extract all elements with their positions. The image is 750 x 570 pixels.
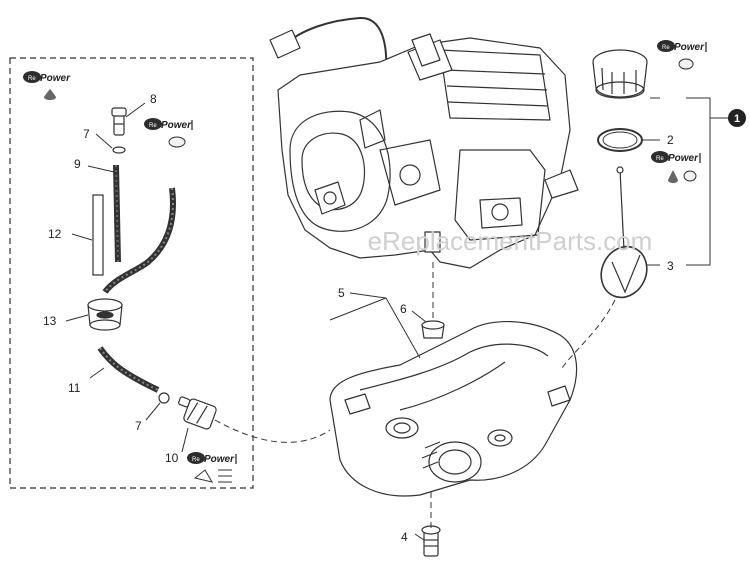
callout-12: 12: [48, 227, 62, 241]
callout-7-lower: 7: [135, 419, 142, 433]
hose-part-11: [97, 346, 160, 393]
callout-13: 13: [43, 314, 57, 328]
svg-text:Power: Power: [40, 73, 71, 84]
watermark: eReplacementParts.com: [368, 226, 653, 256]
fuel-tank: [329, 321, 578, 497]
dashed-line-retainer-tank: [561, 299, 616, 369]
callout-11: 11: [68, 381, 81, 395]
engine-assembly: [269, 16, 579, 269]
svg-text:Re: Re: [656, 156, 664, 162]
svg-text:1: 1: [734, 113, 740, 125]
grommet-part-13: [87, 298, 123, 331]
callout-10: 10: [165, 451, 179, 465]
dashed-fuel-line: [214, 419, 331, 443]
callout-2: 2: [667, 133, 674, 147]
svg-text:Power: Power: [161, 120, 192, 131]
callout-8: 8: [150, 92, 157, 106]
repower-badge-part-10: Re Power: [187, 452, 237, 483]
fuel-cap: [592, 49, 648, 99]
svg-text:Power: Power: [668, 153, 699, 164]
svg-text:Power: Power: [674, 42, 705, 53]
cap-retainer: [600, 166, 648, 299]
grommet-part-6: [421, 320, 445, 339]
callout-7-upper: 7: [83, 127, 90, 141]
tube-part-12: [92, 194, 104, 276]
callout-4: 4: [401, 530, 408, 544]
repower-badge-gasket: Re Power: [651, 151, 701, 183]
fuel-line-group-box: [9, 57, 254, 489]
callout-9: 9: [74, 157, 81, 171]
repower-badge-cap: Re Power: [657, 40, 707, 70]
repower-badge-part-8: Re Power: [144, 118, 193, 148]
svg-text:Re: Re: [28, 76, 36, 82]
svg-text:Power: Power: [204, 454, 235, 465]
hose-part-9: [113, 164, 121, 263]
callout-5: 5: [338, 286, 345, 300]
cap-gasket: [597, 128, 643, 152]
callout-3: 3: [667, 259, 674, 273]
svg-text:Re: Re: [662, 45, 670, 51]
fuel-filter-part-10: [178, 396, 217, 430]
svg-text:Re: Re: [149, 123, 157, 129]
fitting-part-8: [111, 107, 127, 136]
callout-6: 6: [400, 302, 407, 316]
o-ring-part-7-lower: [158, 392, 170, 404]
callout-1: 1: [728, 109, 746, 127]
leader-lines: [65, 97, 728, 541]
repower-badge-group: Re Power: [23, 71, 71, 100]
bolt-part-4: [421, 525, 441, 557]
o-ring-part-7-upper: [112, 146, 126, 154]
svg-text:Re: Re: [192, 457, 200, 463]
